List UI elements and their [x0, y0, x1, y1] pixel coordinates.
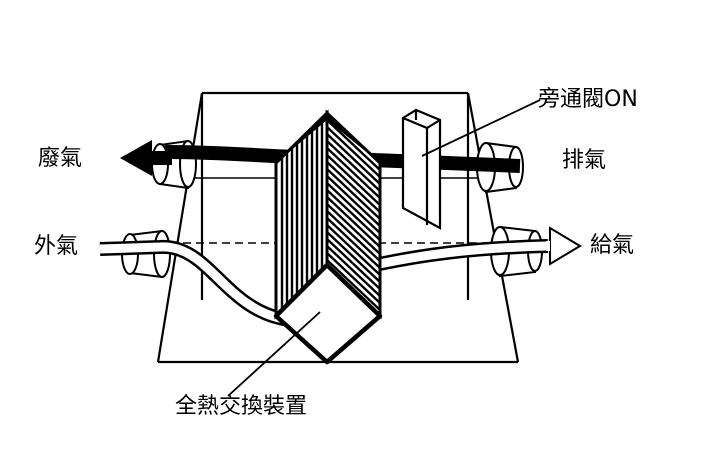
label-exhaust-air: 排氣 [562, 148, 607, 173]
core-fin-line [327, 252, 380, 304]
label-outside-air: 外氣 [34, 234, 79, 259]
core-fin-line [327, 154, 380, 206]
housing-outline [156, 91, 520, 364]
core-fin-line [327, 182, 380, 234]
core-fin-line [327, 259, 380, 311]
leader-lines [227, 99, 541, 397]
core-fin-line [327, 175, 380, 227]
core-fin-line [327, 224, 380, 276]
core-fin-line [327, 217, 380, 269]
core-fin-line [327, 119, 380, 171]
core-fin-line [327, 203, 380, 255]
label-waste-air: 廢氣 [38, 146, 83, 171]
core-fin-line [327, 189, 380, 241]
label-bypass-valve: 旁通閥ON [538, 87, 638, 112]
core-fin-line [327, 196, 380, 248]
core-fin-line [327, 126, 380, 178]
label-supply-air: 給氣 [590, 233, 635, 258]
core-bottom-face [273, 262, 383, 365]
label-heat-exchanger: 全熱交換裝置 [175, 394, 308, 419]
core-fin-line [327, 210, 380, 262]
core-fin-line [327, 133, 380, 185]
core-fin-line [327, 168, 380, 220]
bypass-damper [401, 108, 442, 230]
supply-air-flow [368, 226, 582, 273]
core-fin-line [327, 231, 380, 283]
core-fin-line [327, 147, 380, 199]
core-fin-line [327, 161, 380, 213]
heat-exchanger-core [273, 109, 383, 365]
core-fin-line [327, 245, 380, 297]
core-fin-line [327, 238, 380, 290]
core-fin-line [327, 140, 380, 192]
